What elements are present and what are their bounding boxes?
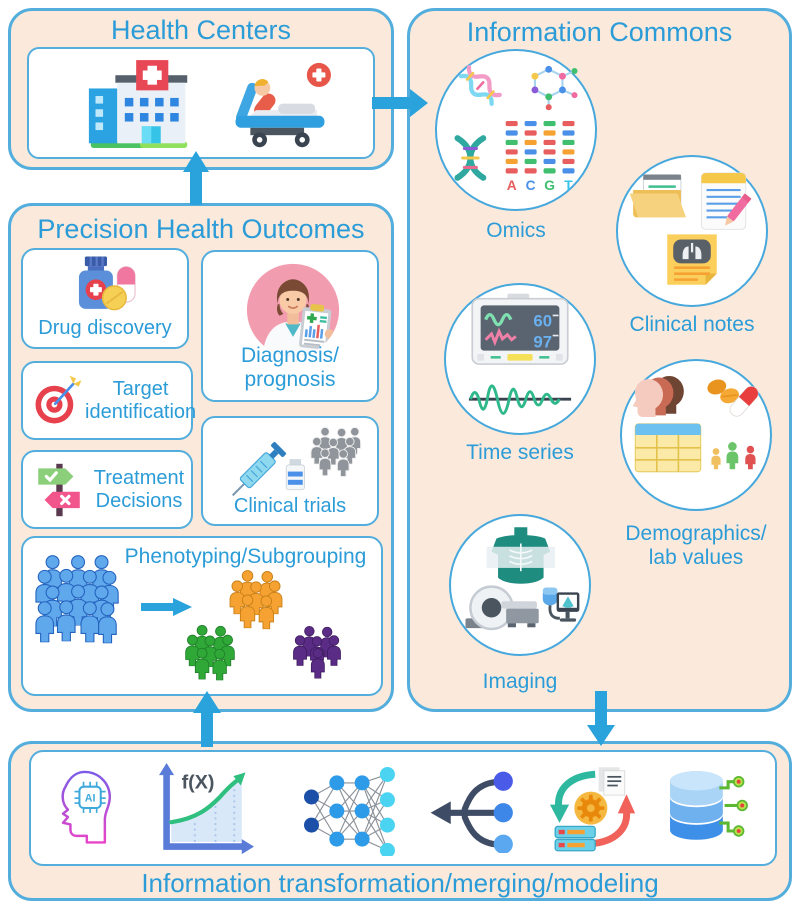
hospital-icon — [88, 60, 188, 149]
transformation-panel: AI f(X) — [8, 741, 792, 901]
clinical-notes-icon — [629, 172, 752, 285]
transformation-box: AI f(X) — [29, 750, 777, 866]
clinical-notes-node — [616, 155, 768, 307]
imaging-node — [449, 514, 591, 656]
health-centers-box — [27, 47, 375, 159]
patient-bed-icon — [235, 62, 331, 148]
precision-health-outcomes-title: Precision Health Outcomes — [37, 214, 365, 244]
subgroup-purple-icon — [293, 625, 341, 679]
target-identification-card: Target identification — [21, 361, 197, 440]
health-centers-title: Health Centers — [110, 15, 292, 45]
omics-label: Omics — [486, 219, 546, 242]
time-series-icon: 60 97 — [468, 293, 572, 415]
omics-letter-t: T — [564, 178, 573, 193]
diagnosis-prognosis-label: Diagnosis/ prognosis — [240, 343, 340, 391]
treatment-decisions-label: Treatment Decisions — [93, 466, 185, 512]
omics-letter-g: G — [544, 178, 555, 193]
imaging-label: Imaging — [482, 670, 558, 693]
subgroup-arrow-icon — [141, 598, 192, 616]
subgroup-green-icon — [185, 624, 235, 681]
time-series-node: 60 97 — [444, 283, 596, 435]
ai-head-icon: AI — [61, 770, 112, 844]
population-crowd-icon — [35, 555, 119, 644]
phenotyping-label: Phenotyping/Subgrouping — [124, 545, 367, 568]
transform-cycle-icon — [549, 767, 636, 852]
function-label: f(X) — [182, 771, 215, 793]
information-commons-panel: Information Commons — [407, 8, 792, 712]
neural-network-icon — [304, 766, 395, 856]
omics-letter-c: C — [526, 178, 536, 193]
demographics-icon — [632, 375, 759, 473]
drug-discovery-card: Drug discovery — [21, 248, 189, 349]
subgroup-orange-icon — [229, 570, 283, 630]
function-model-icon: f(X) — [159, 762, 254, 855]
demographics-node — [620, 359, 772, 511]
target-dart-icon — [35, 375, 82, 423]
phenotyping-card: Phenotyping/Subgrouping — [21, 536, 383, 696]
doctor-diagnosis-icon — [246, 263, 340, 357]
monitor-heart-rate-value: 60 — [533, 311, 552, 330]
precision-health-outcomes-panel: Precision Health Outcomes Drug discovery — [8, 203, 394, 712]
imaging-icon — [465, 527, 580, 631]
health-centers-panel: Health Centers — [8, 8, 394, 170]
demographics-label: Demographics/ lab values — [625, 522, 767, 570]
omics-node: A C G T — [435, 49, 597, 211]
database-icon — [670, 771, 748, 840]
omics-icon: A C G T — [454, 65, 578, 193]
clinical-trials-label: Clinical trials — [233, 495, 347, 517]
clinical-trials-icon — [231, 426, 362, 497]
ai-chip-label: AI — [85, 792, 96, 804]
signpost-decision-icon — [38, 463, 80, 516]
merge-branch-icon — [430, 771, 513, 853]
transformation-title: Information transformation/merging/model… — [141, 868, 659, 898]
treatment-decisions-card: Treatment Decisions — [21, 450, 193, 529]
drug-discovery-icon — [78, 256, 136, 311]
information-commons-title: Information Commons — [466, 17, 733, 47]
clinical-notes-label: Clinical notes — [629, 313, 755, 336]
omics-letter-a: A — [507, 178, 517, 193]
monitor-spo2-value: 97 — [533, 332, 552, 351]
target-identification-label: Target identification — [85, 377, 197, 423]
time-series-label: Time series — [466, 441, 574, 464]
clinical-trials-card: Clinical trials — [201, 416, 379, 526]
diagnosis-prognosis-card: Diagnosis/ prognosis — [201, 250, 379, 402]
drug-discovery-label: Drug discovery — [38, 317, 172, 339]
